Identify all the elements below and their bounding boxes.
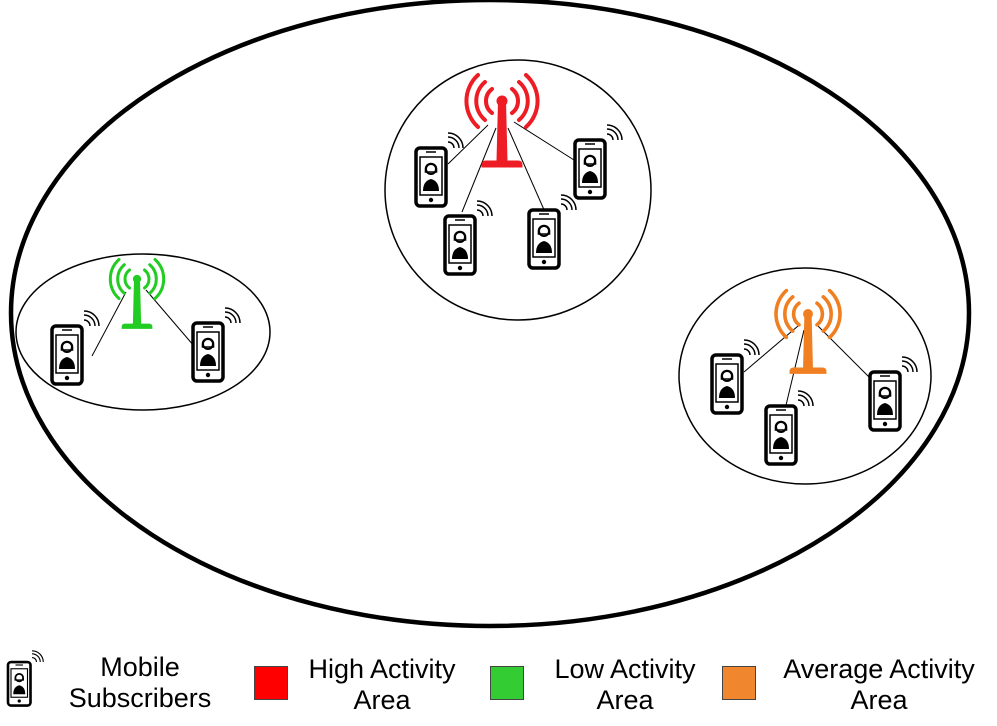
mobile-subscriber-icon xyxy=(527,193,578,270)
low-activity-area xyxy=(15,253,271,411)
legend-high-line2: Area xyxy=(353,685,411,715)
mobile-subscriber-icon xyxy=(443,199,494,276)
legend-average-line1: Average Activity xyxy=(783,654,975,684)
mobile-subscriber-icon xyxy=(710,338,761,415)
average-activity-tower-icon xyxy=(774,288,842,376)
legend-mobile-line1: Mobile xyxy=(100,652,180,682)
legend-high-swatch xyxy=(254,666,288,700)
mobile-subscriber-icon xyxy=(414,131,465,208)
mobile-subscriber-icon xyxy=(191,306,242,383)
legend-low-label: Low Activity Area xyxy=(540,654,710,716)
legend-mobile-icon xyxy=(6,649,45,707)
mobile-subscriber-icon xyxy=(868,355,919,432)
legend-high-line1: High Activity xyxy=(308,654,456,684)
low-activity-boundary xyxy=(15,253,271,411)
mobile-subscriber-icon xyxy=(573,123,624,200)
legend-average-label: Average Activity Area xyxy=(768,654,990,716)
average-activity-boundary xyxy=(678,267,932,485)
low-activity-tower-icon xyxy=(108,258,166,330)
overall-coverage-ellipse xyxy=(8,0,972,629)
legend-mobile-line2: Subscribers xyxy=(68,683,212,713)
mobile-subscriber-icon xyxy=(764,389,815,466)
high-activity-boundary xyxy=(384,59,652,321)
legend-average-swatch xyxy=(722,666,756,700)
legend-low-line1: Low Activity xyxy=(554,654,696,684)
legend-low-line2: Area xyxy=(596,685,654,715)
legend-mobile-label: Mobile Subscribers xyxy=(60,652,220,714)
mobile-subscriber-icon xyxy=(50,309,101,386)
average-activity-area xyxy=(678,267,932,485)
high-activity-tower-icon xyxy=(464,73,540,169)
legend-average-line2: Area xyxy=(850,685,908,715)
legend-low-swatch xyxy=(490,666,524,700)
high-activity-area xyxy=(384,59,652,321)
legend-high-label: High Activity Area xyxy=(294,654,470,716)
